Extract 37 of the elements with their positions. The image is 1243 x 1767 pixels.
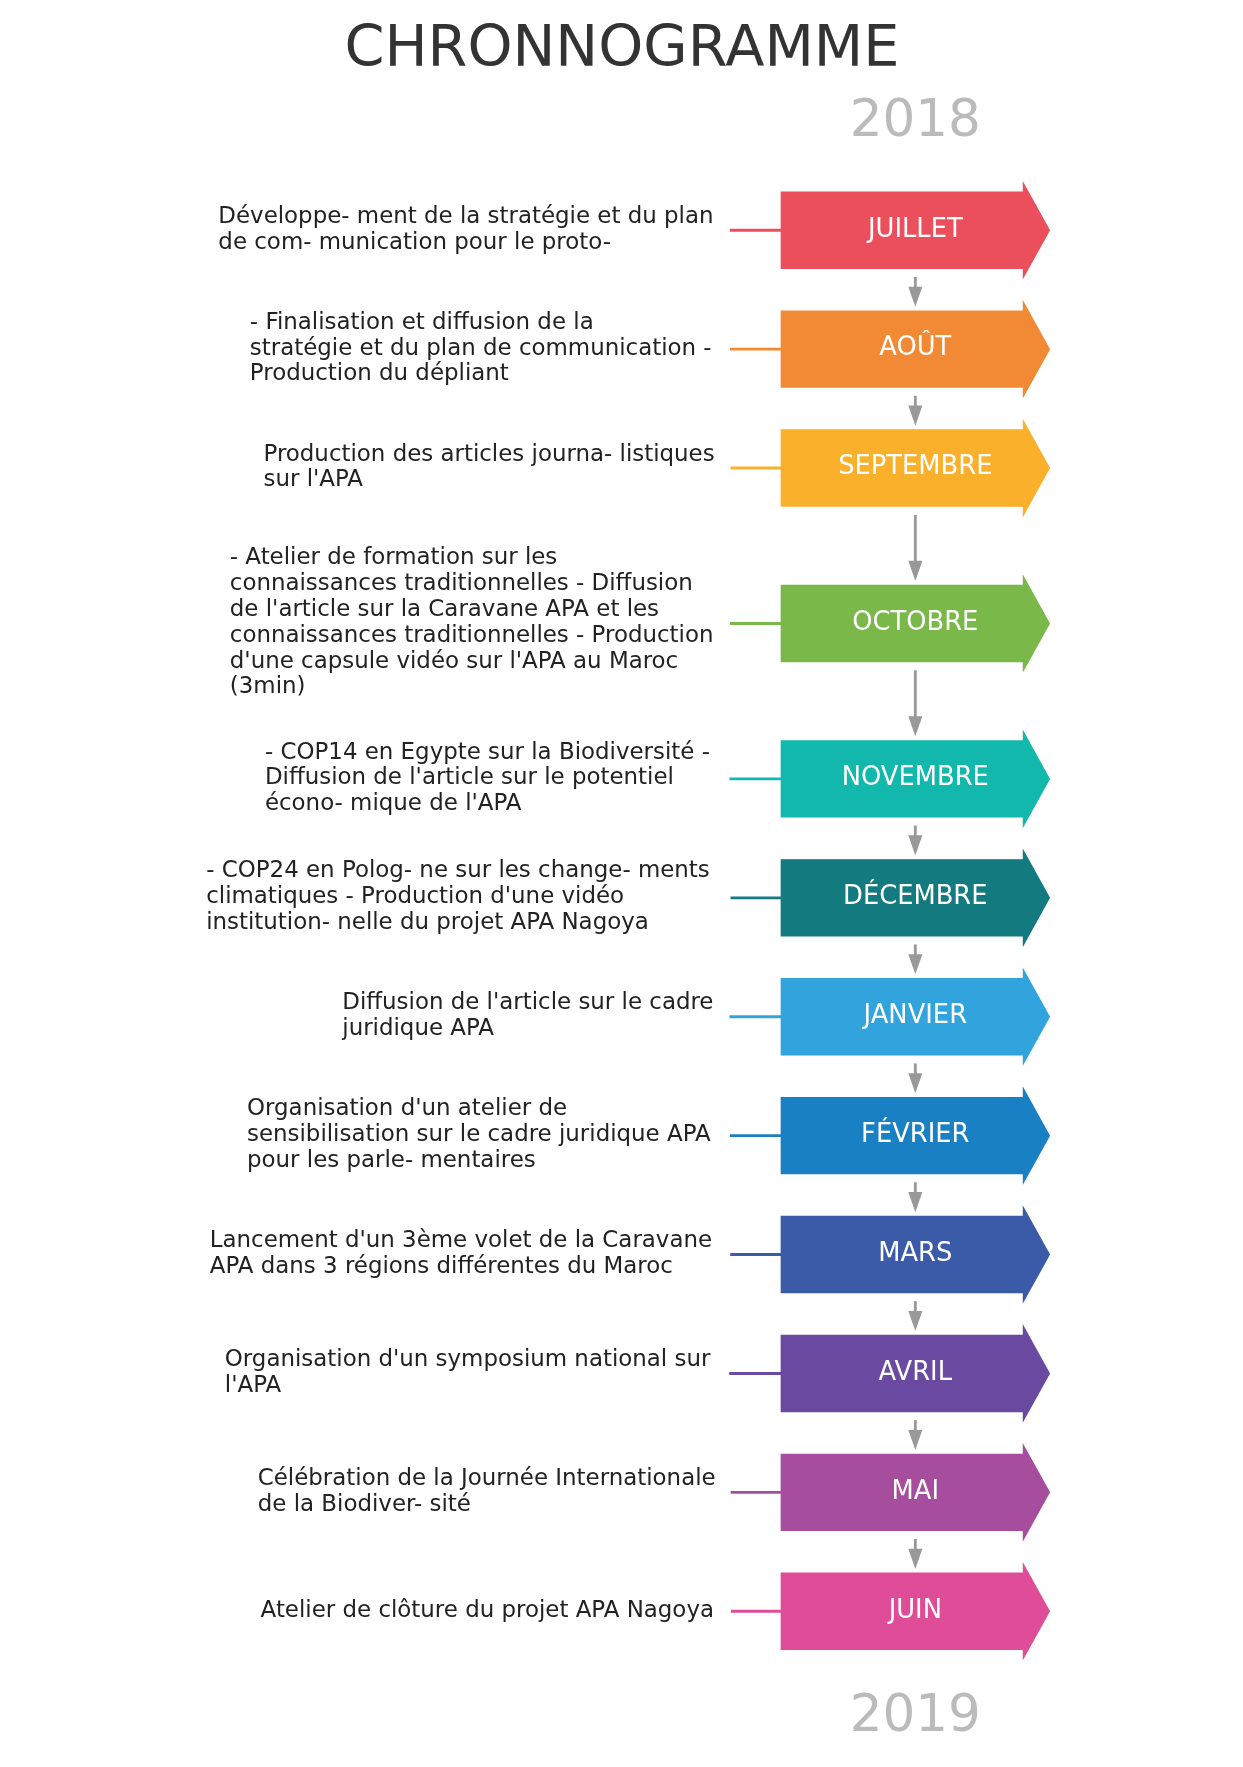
node-text: Développe- ment de la stratégie et du plan de com- munication pour le proto-	[217, 201, 714, 254]
connector	[730, 896, 781, 900]
connector	[728, 1372, 781, 1375]
node-text: - Atelier de formation sur les connaissances traditionnelles - Diffusion de l'article sur la Caravane APA et les connaissances traditionnelles - Production d'une capsule vidéo sur l'APA au Maroc (3min)	[229, 543, 713, 699]
connector	[729, 1253, 781, 1256]
connector	[729, 622, 781, 625]
node-text: Organisation d'un symposium national sur l'APA	[224, 1345, 710, 1397]
arrow	[907, 395, 922, 426]
node-text: Organisation d'un atelier de sensibilisation sur le cadre juridique APA pour les parle- mentaires	[246, 1094, 711, 1172]
arrow	[907, 1539, 922, 1569]
connector	[730, 1609, 781, 1613]
arrow	[907, 276, 922, 307]
label: 2019	[849, 1682, 981, 1743]
connector	[728, 777, 781, 781]
node-text: Atelier de clôture du projet APA Nagoya	[260, 1595, 714, 1622]
label: 2018	[849, 88, 981, 149]
arrow	[907, 1420, 922, 1450]
node-text: - Finalisation et diffusion de la stratégie et du plan de communication - Production du dépliant	[249, 307, 712, 386]
arrow	[907, 1182, 922, 1213]
connector	[729, 347, 781, 351]
arrow	[907, 944, 922, 975]
arrow	[907, 1301, 922, 1332]
connector	[729, 1134, 781, 1138]
connector	[728, 1015, 781, 1019]
node-text: Célébration de la Journée Internationale de la Biodiver- sité	[257, 1463, 716, 1516]
arrow	[907, 1063, 922, 1094]
node-text: Production des articles journa- listiques sur l'APA	[262, 439, 715, 492]
diagram-title: CHRONNOGRAMME	[344, 13, 899, 81]
arrow	[907, 670, 922, 737]
node-text: - COP24 en Polog- ne sur les change- ments climatiques - Production d'une vidéo institution- nelle du projet APA Nagoya	[205, 856, 710, 935]
node-text: Lancement d'un 3ème volet de la Caravane APA dans 3 régions différentes du Maroc	[209, 1226, 712, 1278]
node-text: - COP14 en Egypte sur la Biodiversité - Diffusion de l'article sur le potentiel écono- mique de l'APA	[264, 737, 710, 816]
connector	[729, 228, 781, 232]
arrow	[907, 514, 922, 581]
connector	[730, 466, 781, 470]
node-text: Diffusion de l'article sur le cadre juridique APA	[341, 988, 713, 1041]
connector	[730, 1490, 781, 1494]
